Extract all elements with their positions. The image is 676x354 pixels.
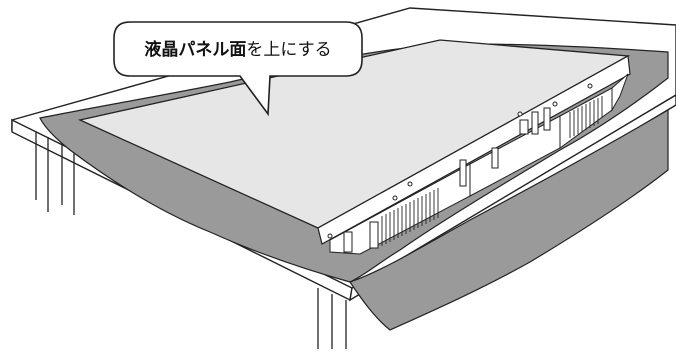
callout-regular-text: を上にする — [246, 40, 331, 60]
vent-slats — [381, 96, 603, 246]
callout-bubble — [113, 21, 363, 117]
cloth-drape — [349, 108, 669, 331]
callout-text: 液晶パネル面を上にする — [144, 39, 331, 60]
callout-bold-text: 液晶パネル面 — [144, 39, 246, 60]
port-blocks — [343, 107, 551, 253]
screw-holes — [327, 83, 593, 239]
table-legs — [35, 132, 347, 349]
